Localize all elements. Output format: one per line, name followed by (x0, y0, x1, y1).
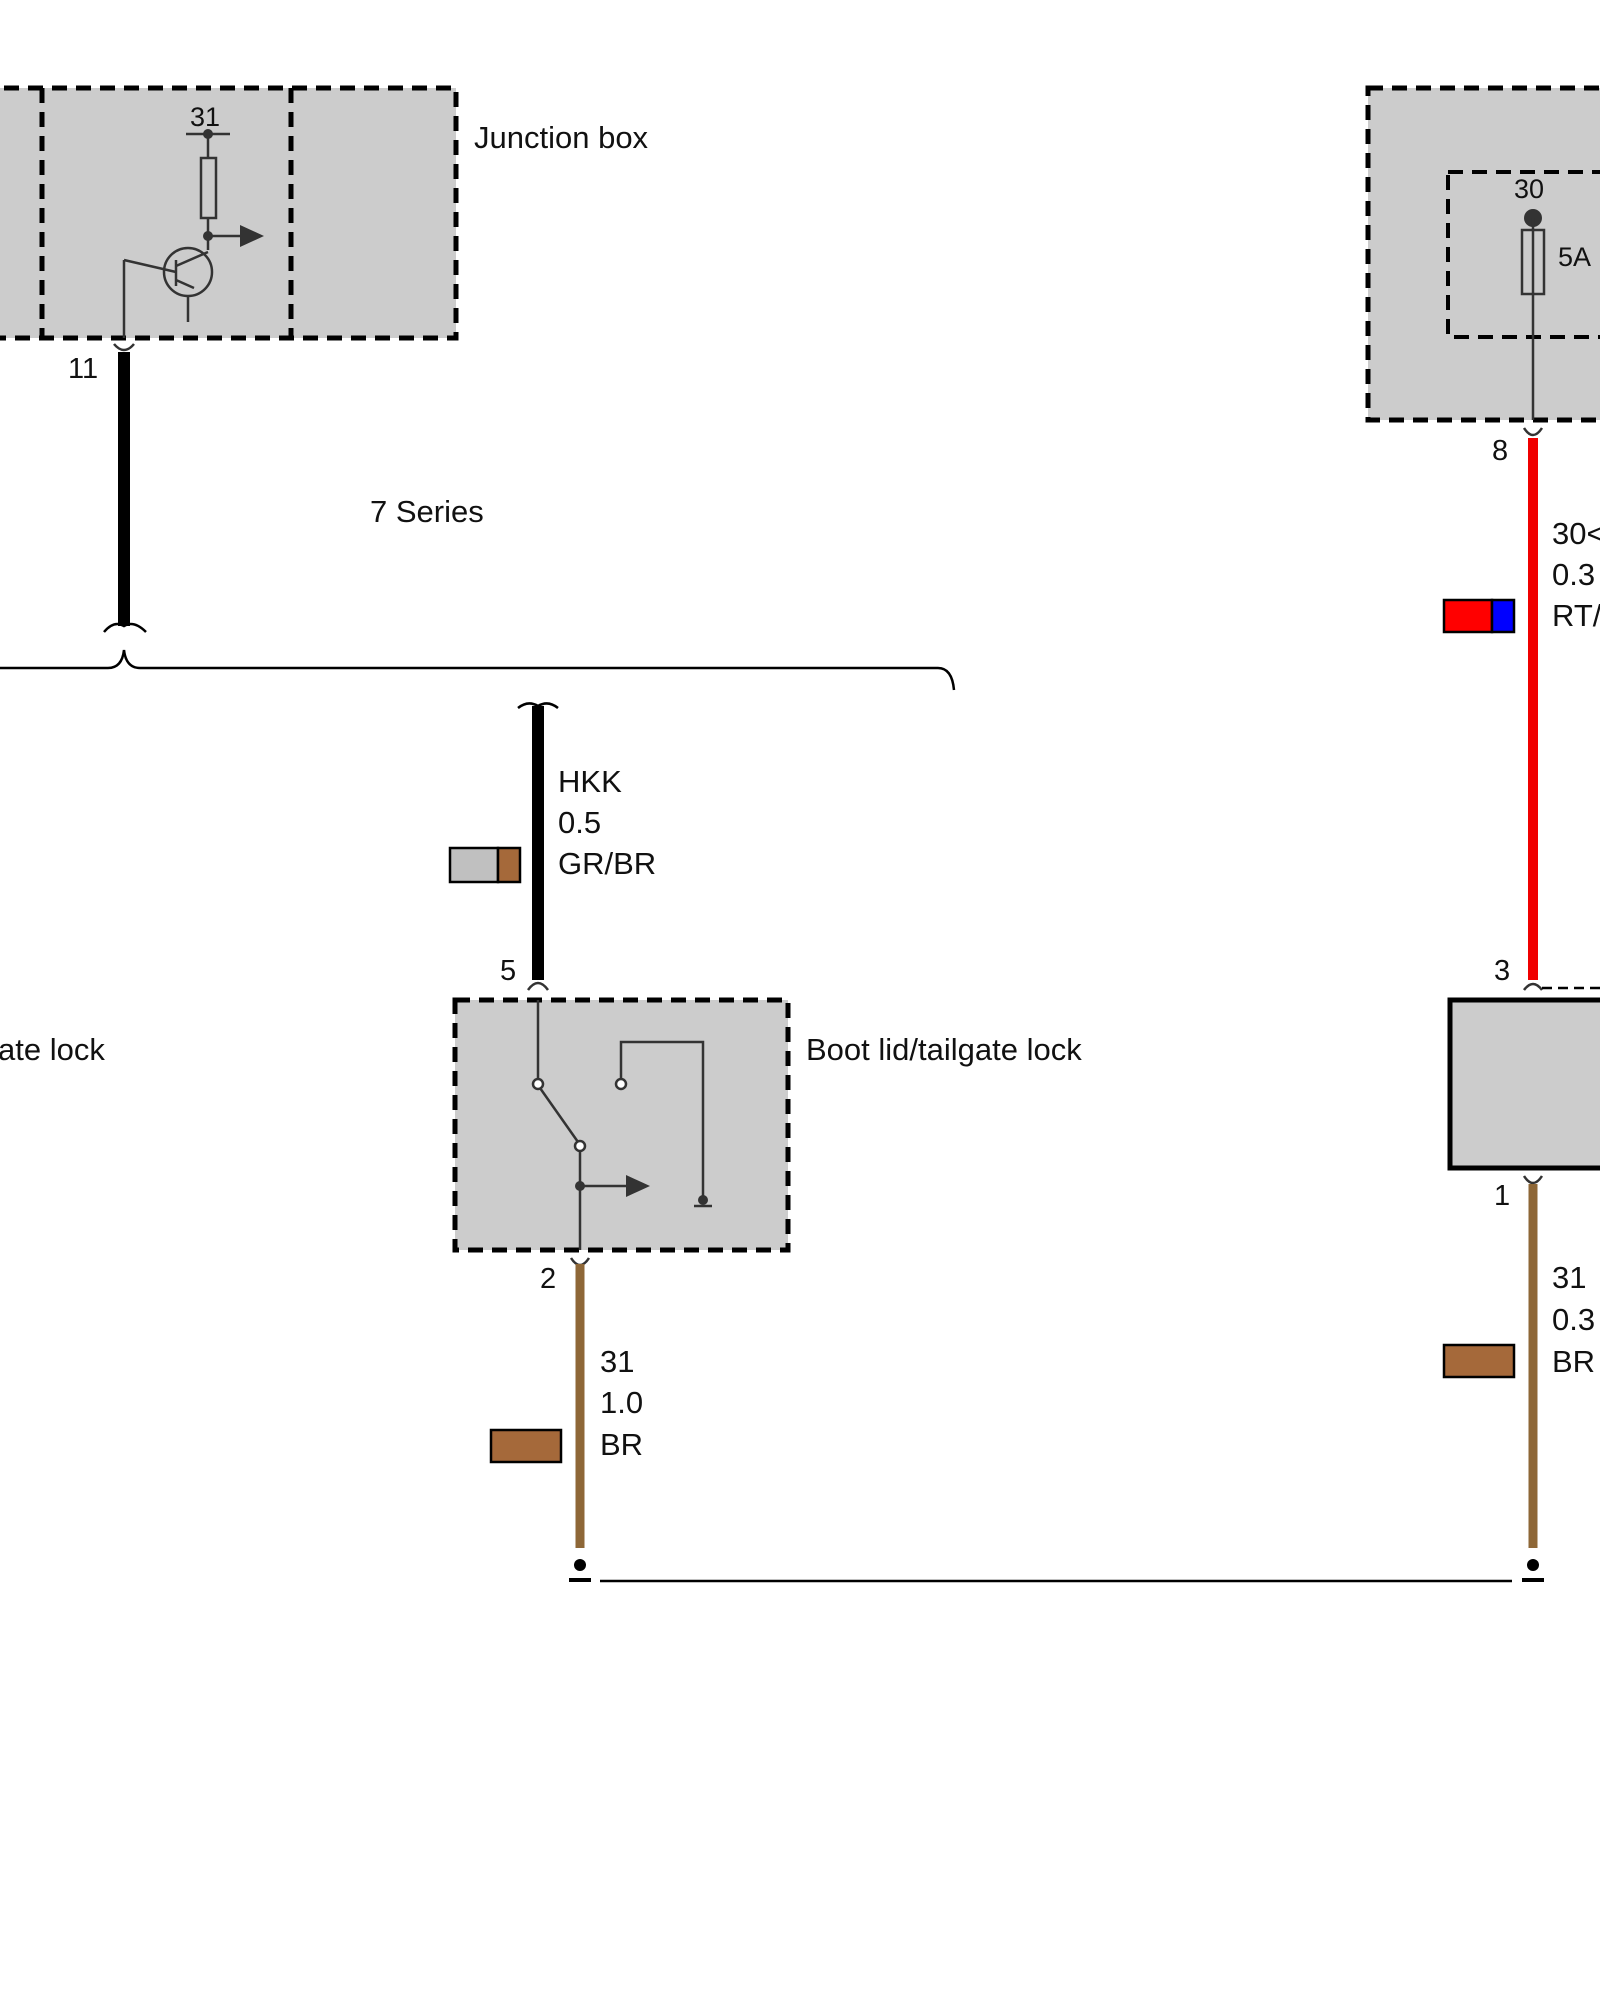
lock-ground-wire-group: 2 31 1.0 BR (489, 1257, 643, 1582)
grey-brown-swatch (448, 846, 522, 884)
junction-box: 31 Junction box (0, 85, 649, 341)
fuse-rating: 5A (1558, 242, 1591, 272)
lock-ground-terminal: 31 (600, 1344, 634, 1379)
right-ground-point-icon (1527, 1559, 1539, 1571)
right-ground-size: 0.3 (1552, 1302, 1595, 1337)
output-arrow-icon (240, 225, 264, 247)
right-brown-swatch (1442, 1343, 1516, 1379)
red-wire-color: RT/ (1552, 598, 1600, 633)
pin-2-label: 2 (540, 1263, 556, 1295)
brown-swatch (489, 1428, 563, 1464)
output-arrow-icon (626, 1175, 650, 1197)
junction-box-label: Junction box (474, 120, 649, 155)
switch-symbol (531, 1000, 712, 1250)
hkk-wire-group: HKK 0.5 GR/BR 5 (448, 702, 656, 991)
fuse-terminal-label: 30 (1514, 174, 1544, 204)
right-component-box (1447, 997, 1600, 1171)
fuse-box: 30 5A (1365, 85, 1600, 423)
ground-point-icon (574, 1559, 586, 1571)
pin-8-label: 8 (1492, 435, 1508, 467)
boot-lock-outline (452, 997, 791, 1253)
boot-lock: Boot lid/tailgate lock (452, 997, 1082, 1253)
variant-label: 7 Series (370, 494, 484, 529)
junction-output-wire: 11 (68, 343, 147, 633)
boot-lock-label: Boot lid/tailgate lock (806, 1032, 1082, 1067)
hkk-signal-name: HKK (558, 764, 622, 799)
right-ground-wire-group: 31 0.3 BR (1442, 1184, 1595, 1582)
red-wire-size: 0.3 (1552, 557, 1595, 592)
hkk-wire-color: GR/BR (558, 846, 656, 881)
pin-3-label: 3 (1494, 955, 1510, 987)
right-ground-color: BR (1552, 1344, 1595, 1379)
pin-1-label: 1 (1494, 1180, 1510, 1212)
hkk-wire-size: 0.5 (558, 805, 601, 840)
right-ground-terminal: 31 (1552, 1260, 1586, 1295)
red-blue-swatch (1442, 598, 1516, 634)
red-supply-wire-group: 8 30< 0.3 RT/ (1442, 427, 1600, 980)
lock-ground-size: 1.0 (600, 1385, 643, 1420)
fuse-sub-box (1446, 170, 1600, 339)
pin-5-label: 5 (500, 955, 516, 987)
pin-11-label: 11 (68, 353, 98, 385)
lock-ground-color: BR (600, 1427, 643, 1462)
left-cut-label: ate lock (0, 1032, 105, 1067)
right-component: 3 1 (1447, 955, 1600, 1212)
transistor-driver-symbol (122, 129, 264, 338)
junction-box-outline (0, 85, 459, 341)
junction-terminal-label: 31 (190, 102, 220, 132)
red-wire-terminal: 30< (1552, 516, 1600, 551)
variant-brace (0, 649, 956, 691)
